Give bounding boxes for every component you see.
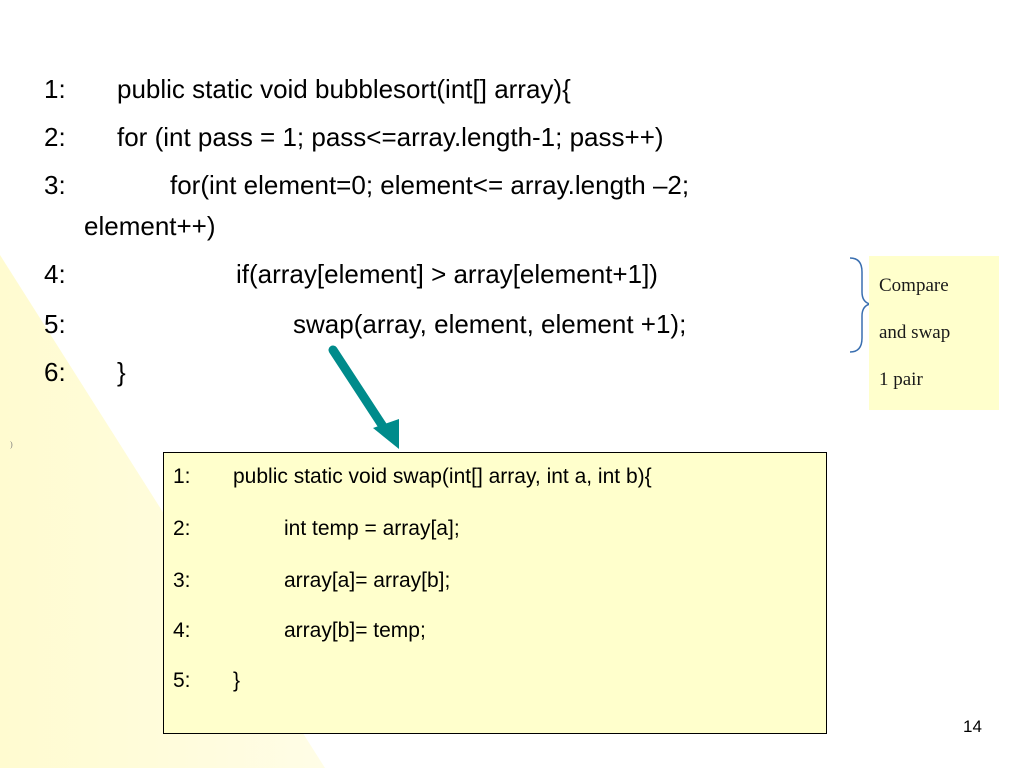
line-number: 4: xyxy=(173,619,191,642)
swap-line-1: 1: public static void swap(int[] array, … xyxy=(173,465,652,561)
code-text: for(int element=0; element<= array.lengt… xyxy=(170,170,690,200)
swap-line-5: 5: } xyxy=(173,669,240,765)
note-line: Compare xyxy=(879,275,949,296)
line-number: 2: xyxy=(173,517,191,540)
code-text: if(array[element] > array[element+1]) xyxy=(236,259,658,289)
code-text: array[b]= temp; xyxy=(284,619,426,642)
line-number: 4: xyxy=(44,259,66,289)
bubblesort-line-1: 1: public static void bubblesort(int[] a… xyxy=(44,74,571,194)
bubblesort-line-4: 4: if(array[element] > array[element+1]) xyxy=(44,259,658,379)
note-line: 1 pair xyxy=(879,369,923,390)
swap-code-box: 1: public static void swap(int[] array, … xyxy=(163,452,827,734)
line-number: 5: xyxy=(44,309,66,339)
code-text: swap(array, element, element +1); xyxy=(293,309,687,339)
code-text: int temp = array[a]; xyxy=(284,517,460,540)
line-number: 1: xyxy=(173,465,191,488)
line-number: 3: xyxy=(44,170,66,200)
curly-brace-icon xyxy=(849,257,871,353)
code-text: element++) xyxy=(84,211,216,241)
code-text: public static void bubblesort(int[] arra… xyxy=(117,74,571,104)
bubblesort-line-2: 2: for (int pass = 1; pass<=array.length… xyxy=(44,122,664,242)
swap-line-2: 2: int temp = array[a]; xyxy=(173,517,460,613)
bubblesort-line-6: 6: } xyxy=(44,357,126,477)
code-text: } xyxy=(233,669,241,692)
note-line: and swap xyxy=(879,322,951,343)
line-number: 1: xyxy=(44,74,66,104)
line-number: 2: xyxy=(44,122,66,152)
code-text: for (int pass = 1; pass<=array.length-1;… xyxy=(117,122,664,152)
compare-and-swap-note: Compare and swap 1 pair xyxy=(869,256,999,410)
swap-line-4: 4: array[b]= temp; xyxy=(173,619,426,715)
bubblesort-line-3: 3: for(int element=0; element<= array.le… xyxy=(44,170,689,290)
line-number: 3: xyxy=(173,569,191,592)
code-text: array[a]= array[b]; xyxy=(284,569,451,592)
line-number: 5: xyxy=(173,669,191,692)
line-number: 6: xyxy=(44,357,66,387)
swap-line-3: 3: array[a]= array[b]; xyxy=(173,569,450,665)
bubblesort-line-3-continued: element++) xyxy=(84,211,216,331)
bubblesort-line-5: 5: swap(array, element, element +1); xyxy=(44,309,686,429)
code-text: } xyxy=(117,357,126,387)
code-text: public static void swap(int[] array, int… xyxy=(233,465,652,488)
arrow-down-icon xyxy=(328,345,399,449)
tiny-mark: ) xyxy=(10,440,13,449)
page-number: 14 xyxy=(963,717,982,736)
